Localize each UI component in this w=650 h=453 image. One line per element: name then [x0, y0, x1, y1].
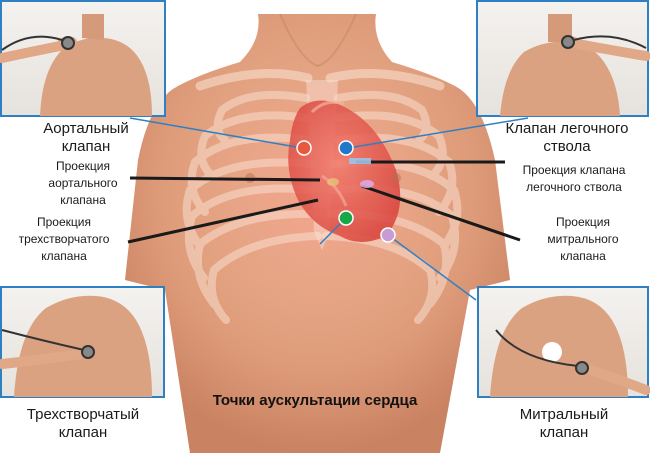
heart-shape	[288, 100, 401, 243]
pulmonary-valve-label-line1: Клапан легочного	[505, 120, 629, 137]
photo-mitral	[477, 286, 650, 398]
aortic-valve-label: Аортальный клапан	[8, 120, 164, 156]
stethoscope-icon	[561, 35, 575, 49]
stethoscope-icon	[61, 36, 75, 50]
tricuspid-projection-line1: Проекция	[37, 215, 91, 229]
aortic-projection-line2: аортального	[48, 176, 118, 190]
diagram-title: Точки аускультации сердца	[212, 392, 418, 409]
aortic-valve-label-line1: Аортальный	[43, 120, 129, 137]
tricuspid-point-icon	[338, 210, 354, 226]
photo-tricuspid	[0, 286, 165, 398]
pulmonary-projection-line2: легочного ствола	[526, 180, 622, 194]
mitral-projection-line2: митрального	[547, 232, 619, 246]
mitral-valve-label: Митральный клапан	[480, 406, 648, 442]
mitral-projection-label: Проекция митрального клапана	[520, 214, 646, 265]
pulmonary-projection-label: Проекция клапана легочного ствола	[504, 162, 644, 196]
aortic-projection-label: Проекция аортального клапана	[12, 158, 154, 209]
mitral-projection-line3: клапана	[560, 249, 606, 263]
pulmonary-valve-label: Клапан легочного ствола	[486, 120, 648, 156]
valve-projections	[327, 158, 374, 188]
pulmonary-valve-label-line2: ствола	[543, 138, 591, 155]
pulmonary-projection-line1: Проекция клапана	[522, 163, 626, 177]
mitral-point-icon	[380, 227, 396, 243]
tricuspid-valve-label: Трехстворчатый клапан	[0, 406, 166, 442]
mitral-projection-line1: Проекция	[556, 215, 610, 229]
photo-aortic	[0, 0, 166, 117]
tricuspid-projection-line2: трехстворчатого	[18, 232, 110, 246]
photo-pulmonary	[476, 0, 650, 117]
tricuspid-valve-label-line2: клапан	[58, 424, 108, 441]
pulmonary-point-icon	[338, 140, 354, 156]
aortic-point-icon	[296, 140, 312, 156]
aortic-valve-label-line2: клапан	[61, 138, 111, 155]
stethoscope-icon	[575, 361, 589, 375]
stethoscope-icon	[81, 345, 95, 359]
tricuspid-valve-label-line1: Трехстворчатый	[26, 406, 140, 423]
torso-illustration	[125, 13, 510, 453]
mitral-valve-label-line2: клапан	[539, 424, 589, 441]
mitral-valve-label-line1: Митральный	[519, 406, 609, 423]
aortic-projection-line3: клапана	[60, 193, 106, 207]
tricuspid-projection-line3: клапана	[41, 249, 87, 263]
aortic-projection-line1: Проекция	[56, 159, 110, 173]
tricuspid-projection-label: Проекция трехстворчатого клапана	[0, 214, 128, 265]
